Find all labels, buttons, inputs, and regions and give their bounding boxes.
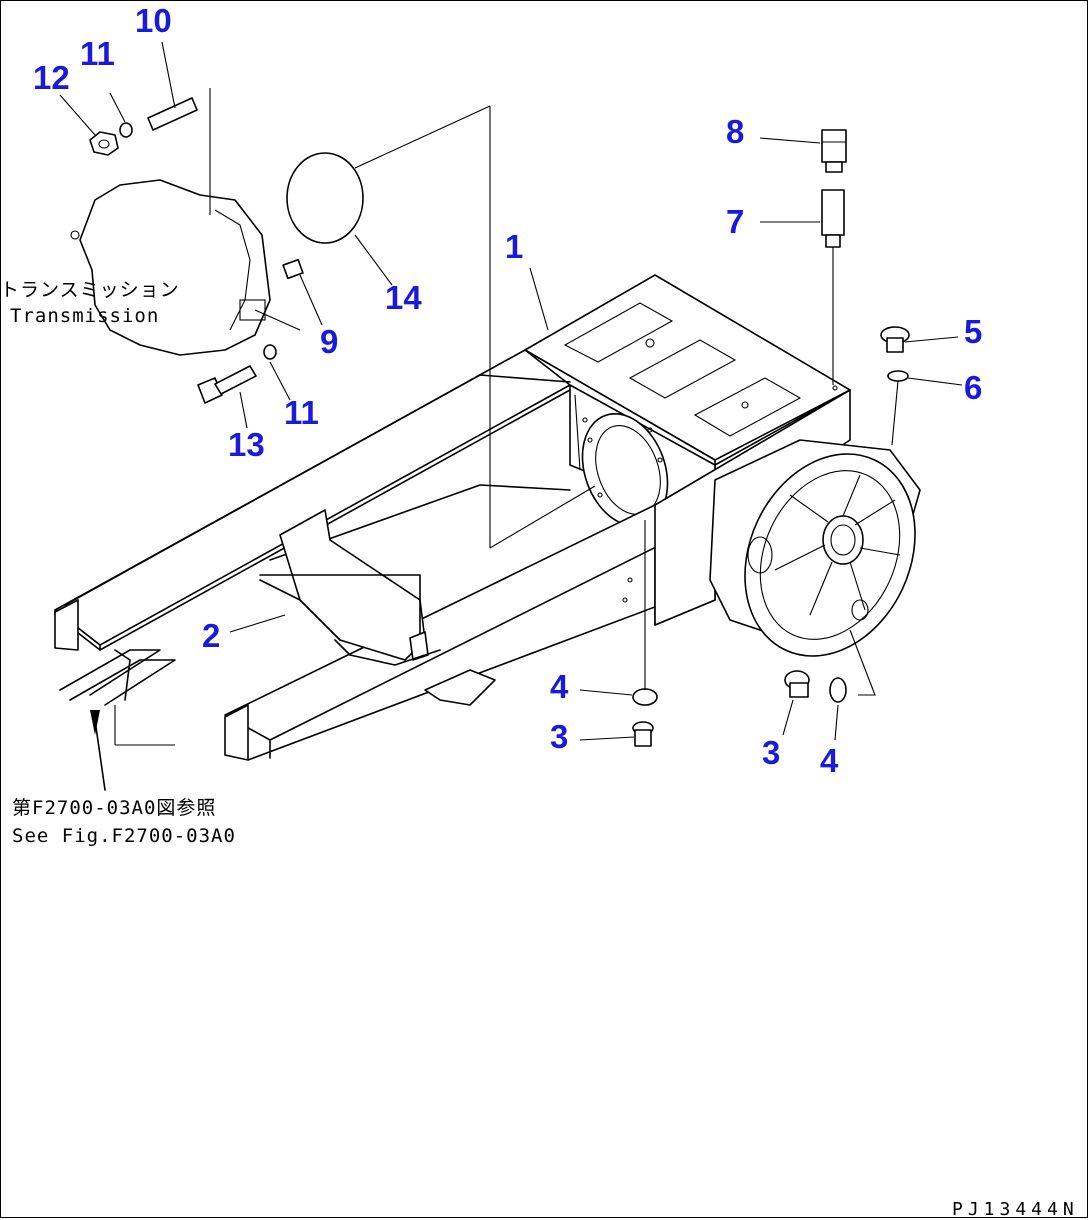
transmission-label-jp: トランスミッション [0,279,180,301]
callout-7: 7 [726,203,744,240]
callout-6: 6 [964,369,982,406]
callout-11-bottom: 11 [284,394,319,431]
callout-4-left: 4 [550,668,569,705]
small-parts [89,97,910,747]
drawing-code: PJ13444N [952,1199,1079,1220]
callout-4-right: 4 [820,742,839,779]
callout-12: 12 [33,59,70,96]
leader-lines [59,41,963,741]
transmission-label-en: Transmission [10,305,159,327]
reference-label-jp: 第F2700-03A0図参照 [12,797,216,819]
main-frame-drawing [54,274,921,791]
callout-3-left: 3 [550,718,568,755]
callout-9: 9 [320,323,338,360]
callout-8: 8 [726,113,744,150]
callout-2: 2 [202,617,220,654]
notes: トランスミッション Transmission 第F2700-03A0図参照 Se… [0,279,1079,1220]
callout-14: 14 [385,279,422,316]
reference-label-en: See Fig.F2700-03A0 [12,825,236,847]
callout-1: 1 [505,228,523,265]
transmission-outline [70,179,301,356]
callout-5: 5 [964,313,982,350]
callout-13: 13 [228,426,265,463]
callout-10: 10 [135,2,172,39]
callout-labels: 10 11 12 1 14 9 11 13 8 7 5 6 2 4 3 3 4 [33,2,982,779]
callout-11-top: 11 [80,35,115,72]
callout-3-right: 3 [762,734,780,771]
